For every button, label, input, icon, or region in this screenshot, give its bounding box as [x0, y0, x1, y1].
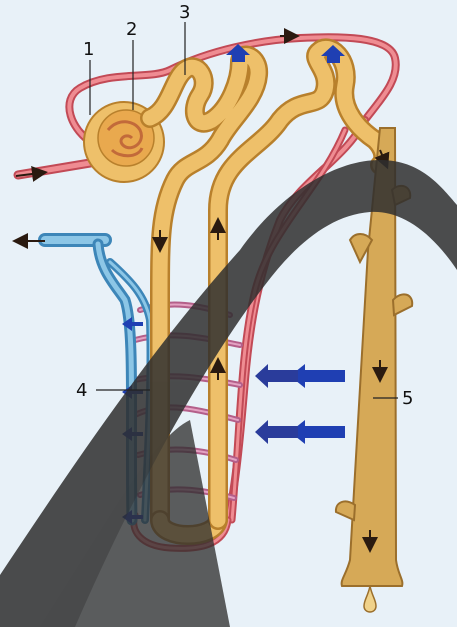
label-5: 5: [402, 388, 413, 409]
label-2: 2: [126, 19, 137, 40]
label-3: 3: [179, 2, 190, 23]
label-1: 1: [83, 39, 94, 60]
label-4: 4: [76, 380, 87, 401]
